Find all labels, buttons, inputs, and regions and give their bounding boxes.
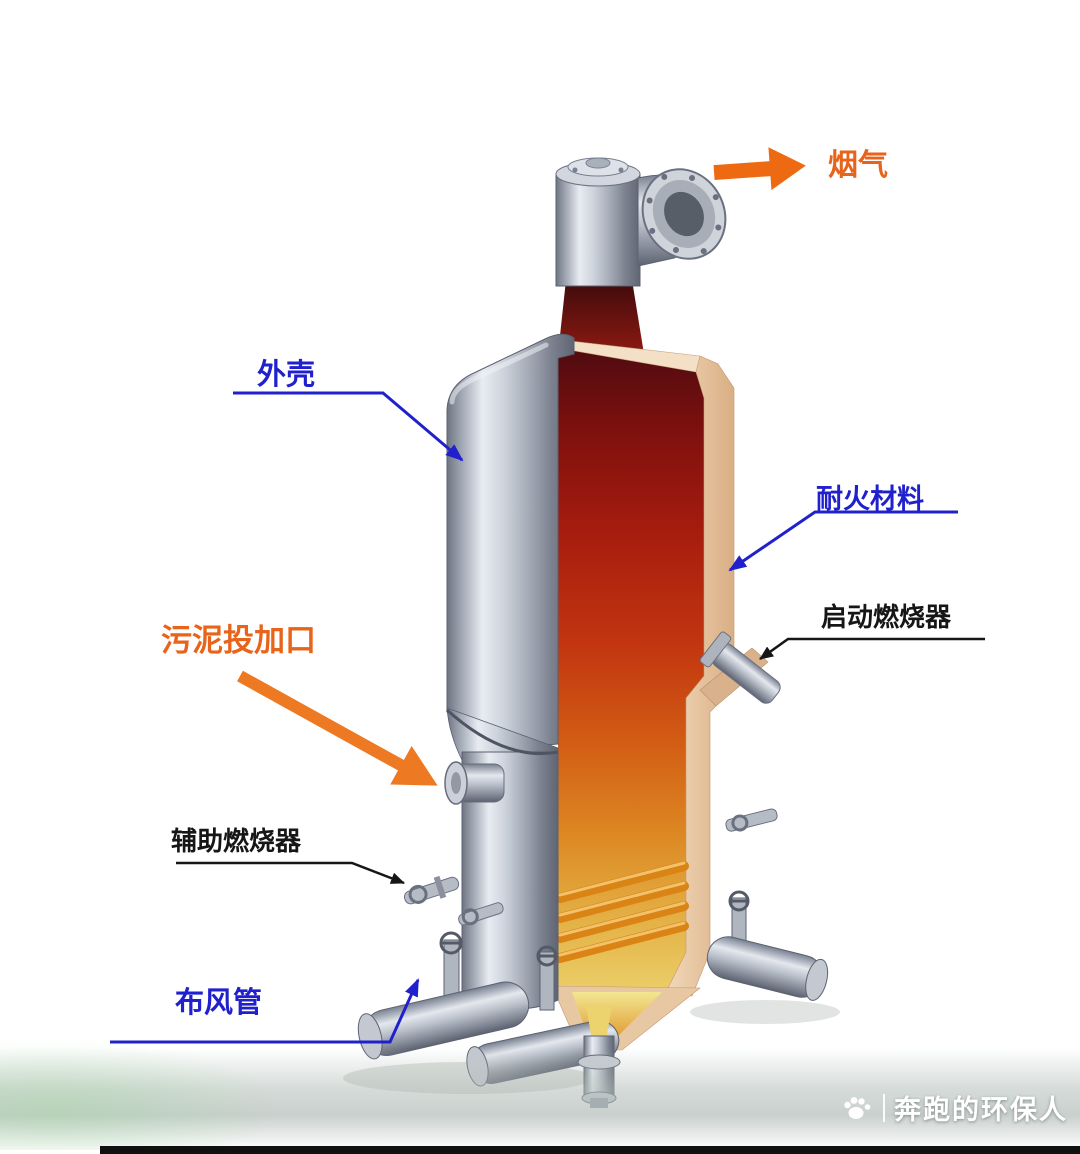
watermark-text: 奔跑的环保人 [894, 1095, 1068, 1125]
label-flue-gas: 烟气 [828, 149, 888, 182]
label-refractory: 耐火材料 [816, 484, 924, 514]
aux-burner-leader-line [176, 861, 405, 885]
watermark-divider [883, 1093, 885, 1122]
air-distribution-tubes [555, 861, 689, 963]
air-pipe-leader-line [110, 978, 420, 1044]
bottom-edge-bar [100, 1146, 1080, 1154]
shell-leader-line [233, 391, 464, 462]
refractory-leader-line [728, 510, 958, 572]
label-shell: 外壳 [257, 359, 316, 391]
flue-outlet [555, 157, 727, 287]
aux-burner-fittings [403, 808, 778, 926]
vessel-shell [445, 333, 575, 1010]
sludge-port [444, 761, 505, 805]
label-startup-burner: 启动燃烧器 [821, 602, 952, 632]
cutaway-interior [558, 280, 704, 1004]
ground-reflection-band [0, 1048, 1080, 1150]
green-corner-tint [0, 1038, 280, 1150]
label-air-pipe: 布风管 [175, 987, 263, 1019]
flue-flange [641, 168, 727, 260]
startup-burner-leader-line [759, 637, 985, 661]
annotation-lines [110, 147, 985, 1044]
watermark: 奔跑的环保人 [842, 1088, 1068, 1127]
label-sludge-inlet: 污泥投加口 [161, 623, 316, 658]
sludge-arrow [237, 670, 438, 786]
startup-burner-fitting [699, 631, 781, 704]
valve-handwheels [439, 890, 750, 967]
paw-icon [844, 1096, 871, 1119]
flue-gas-arrow [713, 147, 806, 191]
label-aux-burner: 辅助燃烧器 [171, 826, 302, 856]
